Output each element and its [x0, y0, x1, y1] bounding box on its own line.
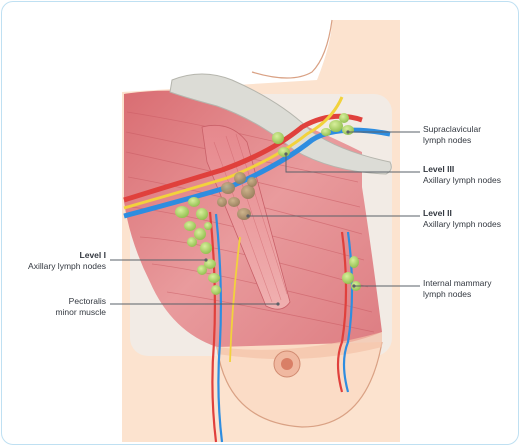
label-pectoralis-minor-line2: minor muscle — [55, 307, 106, 317]
label-level-ii: Level II Axillary lymph nodes — [423, 208, 501, 230]
level-i-lymph-nodes — [175, 197, 221, 295]
label-level-ii-text: Axillary lymph nodes — [423, 219, 501, 229]
label-level-i-text: Axillary lymph nodes — [28, 261, 106, 271]
label-internal-mammary-line2: lymph nodes — [423, 289, 472, 299]
shoulder-outline — [251, 19, 333, 79]
label-supraclavicular: Supraclavicular lymph nodes — [423, 124, 481, 146]
label-level-ii-heading: Level II — [423, 208, 452, 218]
label-internal-mammary-line1: Internal mammary — [423, 278, 492, 288]
breast-outline — [216, 341, 383, 428]
label-supraclavicular-line1: Supraclavicular — [423, 124, 482, 134]
internal-mammary-artery — [336, 231, 348, 393]
label-level-i: Level I Axillary lymph nodes — [28, 250, 106, 272]
label-supraclavicular-line2: lymph nodes — [423, 135, 472, 145]
callout-lines — [110, 131, 420, 305]
label-internal-mammary: Internal mammary lymph nodes — [423, 278, 492, 300]
clavicle-icon — [169, 73, 392, 175]
label-pectoralis-minor: Pectoralis minor muscle — [55, 296, 106, 318]
label-pectoralis-minor-line1: Pectoralis — [68, 296, 106, 306]
label-level-iii: Level III Axillary lymph nodes — [423, 164, 501, 186]
axillary-nerve — [123, 96, 344, 210]
label-level-iii-text: Axillary lymph nodes — [423, 175, 501, 185]
breast-shadow — [217, 332, 382, 360]
label-level-i-heading: Level I — [79, 250, 106, 260]
label-level-iii-heading: Level III — [423, 164, 455, 174]
level-ii-iii-lymph-nodes — [217, 172, 257, 220]
lateral-vein — [214, 213, 224, 443]
lateral-nerve — [229, 236, 241, 363]
lateral-artery — [208, 211, 218, 443]
